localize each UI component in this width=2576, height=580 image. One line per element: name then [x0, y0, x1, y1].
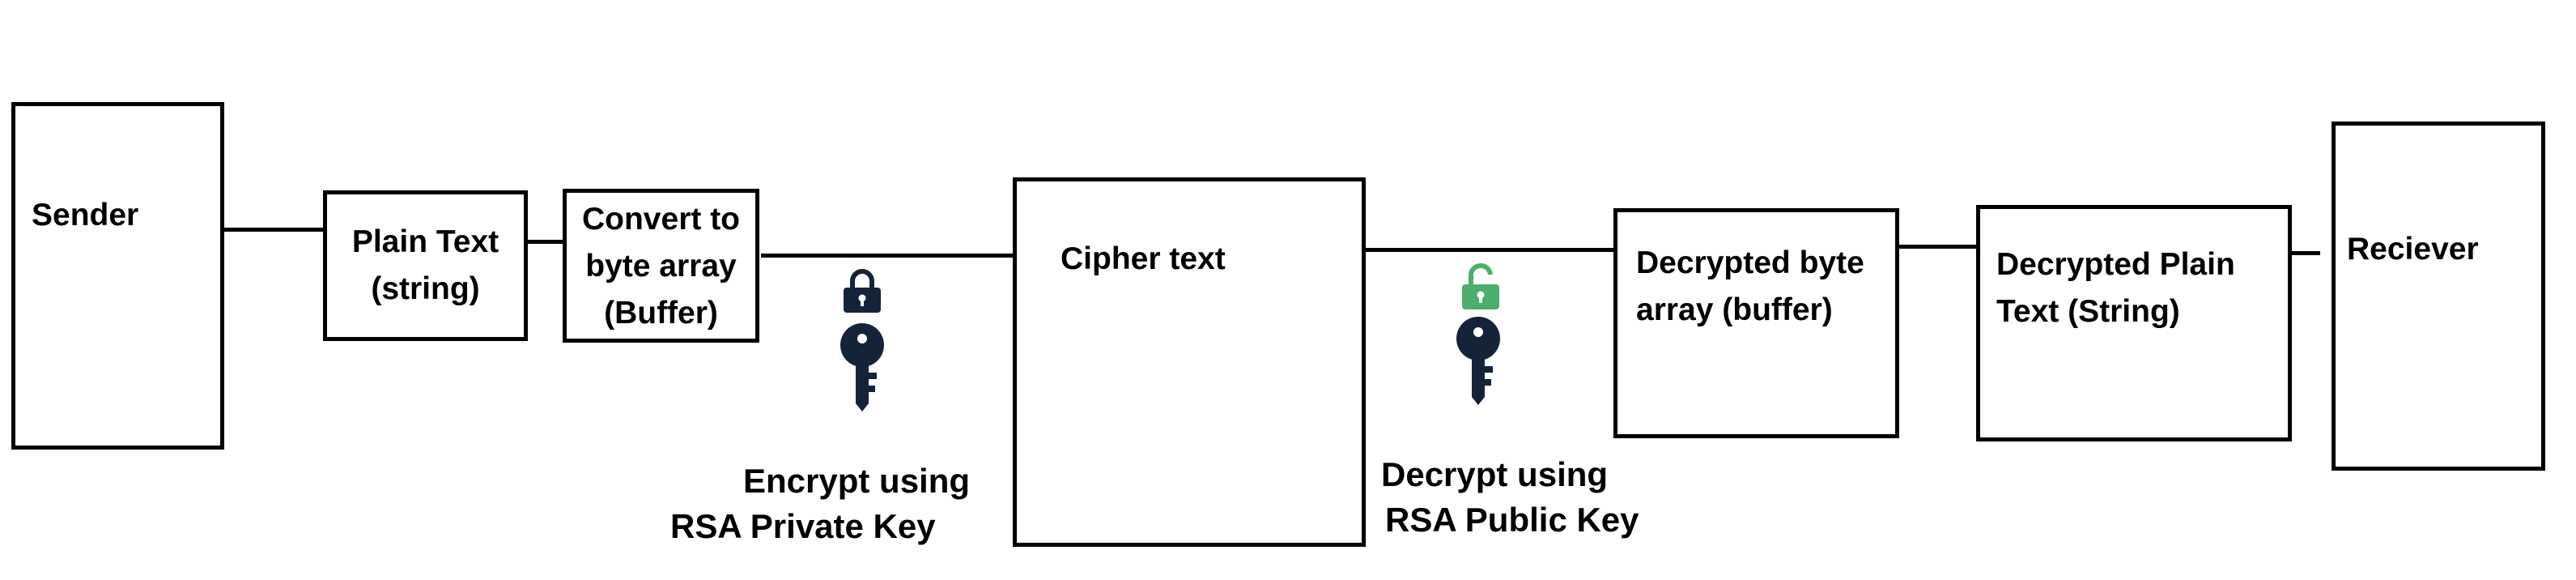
encrypt-key-icon: [840, 323, 884, 412]
receiver-label: Reciever: [2347, 232, 2479, 267]
connector-cipher-decryptedbytes: [1363, 248, 1616, 252]
sender-label: Sender: [32, 198, 139, 232]
decrypt-caption-line2: RSA Public Key: [1385, 501, 1639, 539]
connector-decryptedbytes-decryptedplain: [1897, 245, 1984, 249]
decrypted-plain-text-label: Decrypted Plain Text (String): [1996, 247, 2235, 329]
connector-sender-plaintext: [222, 228, 325, 232]
cipher-text-box: Cipher text: [1013, 177, 1366, 547]
sender-box: Sender: [11, 102, 224, 450]
decrypted-plain-text-box: Decrypted Plain Text (String): [1976, 205, 2292, 441]
connector-plaintext-convert: [526, 240, 565, 244]
open-padlock-icon: [1462, 263, 1499, 309]
plain-text-box: Plain Text (string): [323, 190, 528, 341]
closed-padlock-icon: [844, 269, 881, 313]
receiver-box: Reciever: [2332, 122, 2545, 471]
decrypted-byte-array-label: Decrypted byte array (buffer): [1636, 245, 1864, 327]
plain-text-label: Plain Text (string): [351, 224, 499, 306]
decrypt-key-icon: [1456, 317, 1500, 405]
decrypted-byte-array-box: Decrypted byte array (buffer): [1613, 208, 1899, 438]
convert-to-byte-array-box: Convert to byte array (Buffer): [563, 189, 759, 343]
cipher-text-label: Cipher text: [1061, 241, 1226, 276]
connector-convert-cipher: [761, 254, 1014, 258]
convert-to-byte-array-label: Convert to byte array (Buffer): [582, 202, 740, 331]
encrypt-caption-line1: Encrypt using: [743, 462, 971, 500]
encrypt-caption-line2: RSA Private Key: [670, 507, 936, 545]
connector-decryptedplain-receiver: [2289, 251, 2320, 255]
decrypt-caption-line1: Decrypt using: [1381, 455, 1609, 493]
